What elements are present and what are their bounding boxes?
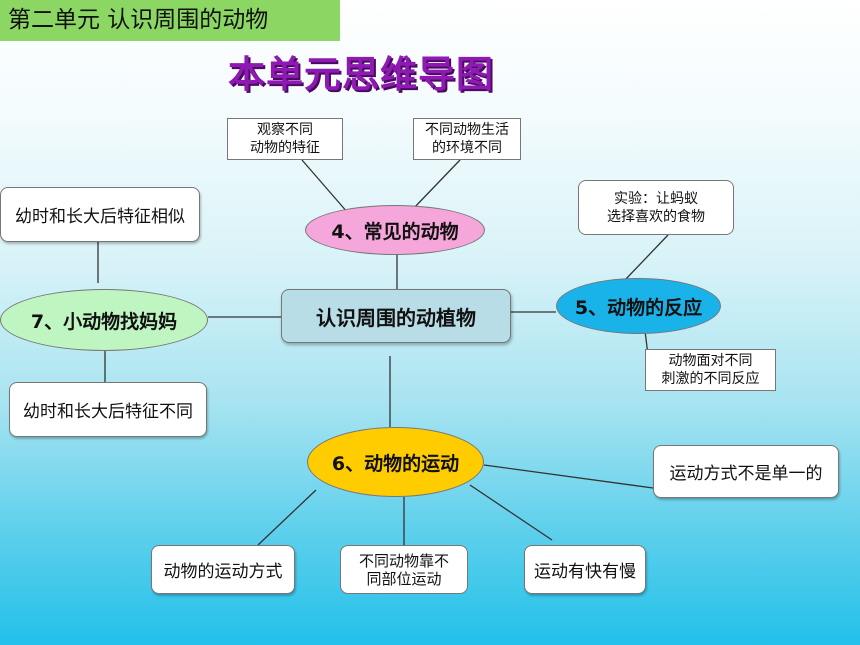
branch-5-animal-reactions: 5、动物的反应 (556, 278, 721, 334)
leaf-similar-features: 幼时和长大后特征相似 (0, 187, 200, 242)
leaf-observe-features: 观察不同 动物的特征 (227, 118, 343, 160)
leaf-stimulus-reactions: 动物面对不同 刺激的不同反应 (645, 349, 776, 391)
link-b6-leaf4 (469, 484, 553, 541)
link-b4-leaf1 (301, 159, 349, 214)
branch-7-find-mother: 7、小动物找妈妈 (0, 289, 208, 351)
leaf-fast-and-slow: 运动有快有慢 (524, 545, 646, 594)
branch-6-animal-movement: 6、动物的运动 (307, 427, 484, 497)
leaf-different-body-parts: 不同动物靠不 同部位运动 (340, 545, 468, 594)
branch-4-common-animals: 4、常见的动物 (305, 205, 485, 255)
link-b6-leaf1 (483, 464, 654, 489)
leaf-movement-methods: 动物的运动方式 (151, 545, 295, 594)
center-topic: 认识周围的动植物 (281, 289, 511, 343)
link-b5-leaf1 (624, 234, 669, 281)
unit-tag: 第二单元 认识周围的动物 (0, 0, 340, 41)
leaf-different-features: 幼时和长大后特征不同 (9, 382, 207, 437)
leaf-ant-food-experiment: 实验：让蚂蚁 选择喜欢的食物 (578, 180, 734, 235)
leaf-different-habitats: 不同动物生活 的环境不同 (413, 118, 521, 160)
link-b6-leaf2 (257, 489, 317, 546)
link-b4-leaf2 (411, 159, 461, 211)
mind-map-title: 本单元思维导图 (228, 53, 494, 96)
leaf-movement-not-single: 运动方式不是单一的 (653, 445, 839, 498)
